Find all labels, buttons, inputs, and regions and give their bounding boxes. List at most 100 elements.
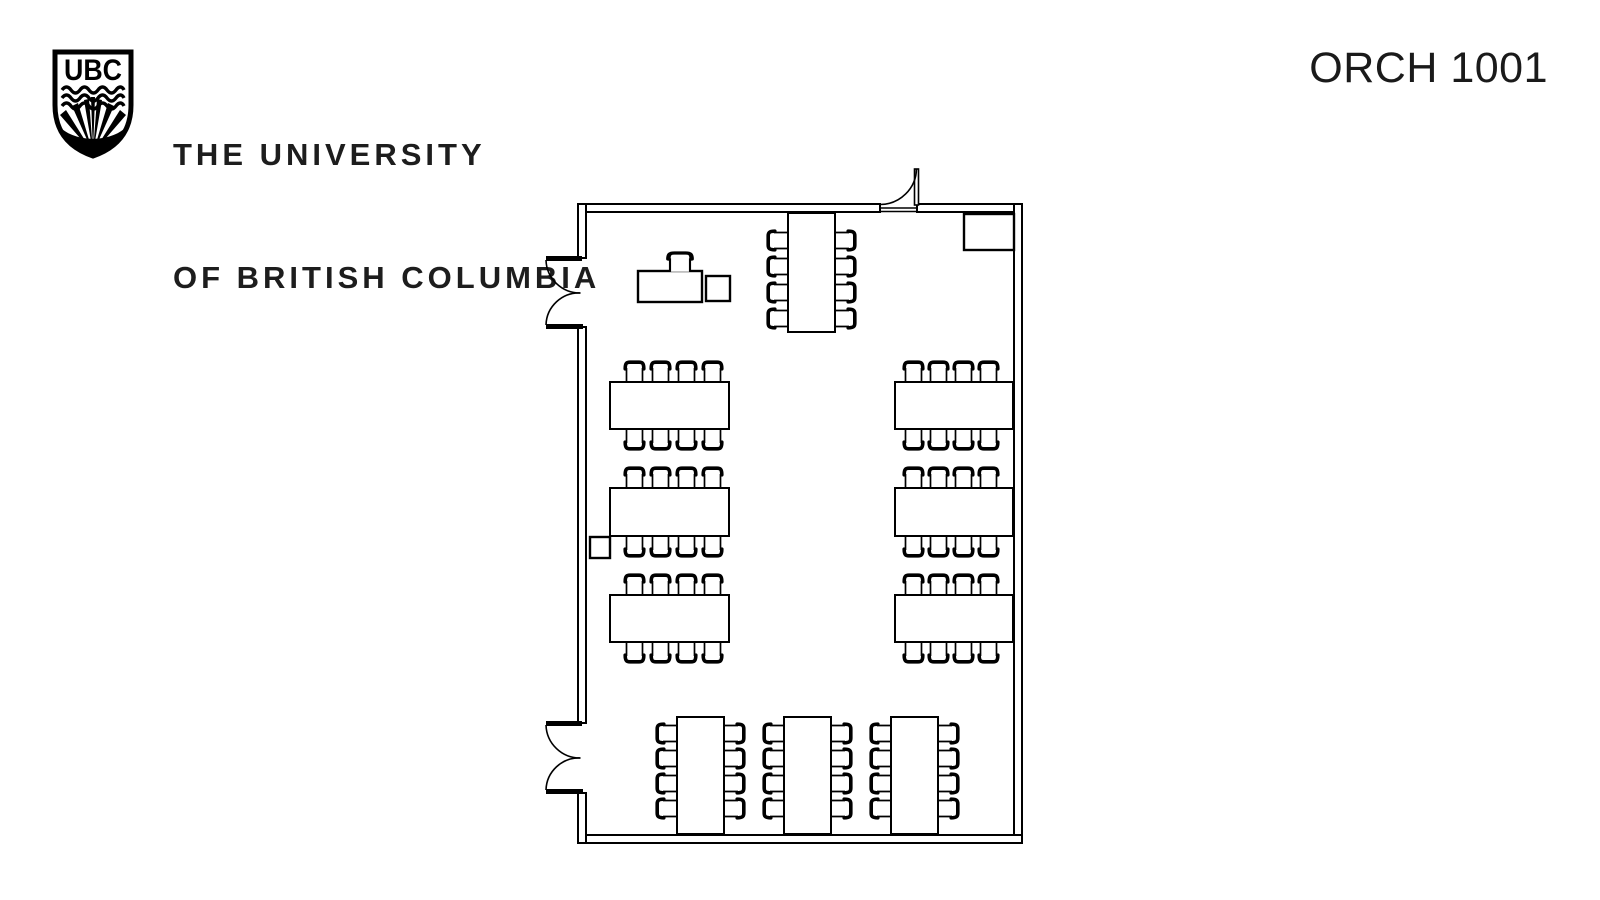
table [894,487,1014,537]
wall-top-right [916,203,1023,213]
chair [937,722,960,745]
chair [869,722,892,745]
chair [623,641,646,664]
chair [649,428,672,451]
chair [666,251,694,272]
table [890,716,939,835]
chair [977,641,1000,664]
door-swing-arc [545,757,581,791]
chair [701,466,724,489]
table [609,381,730,430]
chair [937,797,960,820]
table [894,381,1014,430]
chair [762,772,785,795]
wall-right [1013,203,1023,844]
chair [952,428,975,451]
table [609,594,730,643]
table [894,594,1014,643]
chair [766,281,789,304]
instructor-desk [636,269,704,304]
university-name: THE UNIVERSITY OF BRITISH COLUMBIA [173,52,600,380]
chair [902,360,925,383]
table [783,716,832,835]
chair [834,255,857,278]
podium [704,274,732,303]
wall-left-upper [577,203,587,259]
logo-sunburst [59,97,127,157]
chair [902,535,925,558]
door-swing-arc [879,168,918,206]
university-name-line1: THE UNIVERSITY [173,137,486,172]
chair [762,797,785,820]
ubc-logo: UBC [52,49,134,159]
chair [701,428,724,451]
chair [649,466,672,489]
chair [675,466,698,489]
chair [723,797,746,820]
table [609,487,730,537]
chair [655,797,678,820]
chair [701,641,724,664]
wall-left-middle [577,326,587,724]
chair [762,747,785,770]
wall-bottom [577,834,1023,844]
chair [830,747,853,770]
chair [623,573,646,596]
chair [766,307,789,330]
chair [762,722,785,745]
chair [766,255,789,278]
chair [655,772,678,795]
table [676,716,725,835]
chair [927,466,950,489]
tables-and-chairs [609,212,1014,835]
chair [675,573,698,596]
chair [830,797,853,820]
chair [869,747,892,770]
chair [977,360,1000,383]
chair [649,641,672,664]
corner-cabinet [962,212,1016,252]
double-door-left-upper [545,256,583,329]
chair [623,466,646,489]
chair [830,722,853,745]
chair [675,535,698,558]
chair [675,428,698,451]
double-door-left-lower [545,721,583,794]
chair [655,747,678,770]
door-swing-arc [545,724,581,759]
university-name-line2: OF BRITISH COLUMBIA [173,260,601,295]
chair [927,535,950,558]
chair [834,281,857,304]
door-swing-arc [545,292,581,326]
chair [952,573,975,596]
chair [927,428,950,451]
chair [927,573,950,596]
chair [902,428,925,451]
chair [701,535,724,558]
chair [723,772,746,795]
door-swing-arc [545,259,581,294]
table [787,212,836,333]
chair [623,360,646,383]
chair [927,360,950,383]
chair [977,428,1000,451]
chair [902,466,925,489]
chair [834,307,857,330]
single-door-top-right [879,168,920,213]
chair [675,360,698,383]
chair [655,722,678,745]
chair [869,797,892,820]
chair [649,360,672,383]
chair [937,747,960,770]
wall-top-left [577,203,881,213]
chair [937,772,960,795]
chair [902,641,925,664]
chair [977,466,1000,489]
chair [952,641,975,664]
chair [701,360,724,383]
chair [952,535,975,558]
chair [977,573,1000,596]
chair [766,229,789,252]
chair [649,573,672,596]
